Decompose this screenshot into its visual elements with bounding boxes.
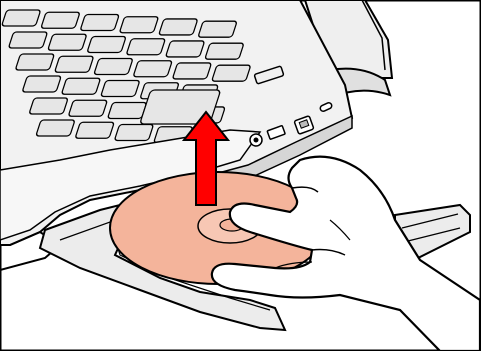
keyboard-key bbox=[101, 80, 140, 96]
keyboard-key bbox=[108, 102, 147, 118]
keyboard-key bbox=[75, 122, 114, 138]
keyboard-key bbox=[41, 12, 80, 28]
keyboard-key bbox=[61, 78, 100, 94]
keyboard-key bbox=[172, 63, 211, 79]
keyboard-key bbox=[68, 100, 107, 116]
keyboard-key bbox=[198, 21, 237, 37]
keyboard-key bbox=[94, 58, 133, 74]
keyboard-key bbox=[80, 14, 119, 30]
keyboard-key bbox=[22, 76, 61, 92]
keyboard-key bbox=[212, 65, 251, 81]
keyboard-key bbox=[205, 43, 244, 59]
keyboard-key bbox=[159, 19, 198, 35]
keyboard-key bbox=[126, 39, 165, 55]
keyboard-key bbox=[29, 98, 68, 114]
keyboard-key bbox=[119, 17, 158, 33]
audio-jack-icon bbox=[250, 134, 262, 146]
keyboard-key bbox=[55, 56, 94, 72]
keyboard-key bbox=[15, 54, 54, 70]
keyboard-key bbox=[2, 10, 41, 26]
keyboard-key bbox=[36, 120, 75, 136]
keyboard-key bbox=[8, 32, 47, 48]
keyboard-key bbox=[48, 34, 87, 50]
keyboard-key bbox=[87, 36, 126, 52]
keyboard-key bbox=[165, 41, 204, 57]
keyboard-key bbox=[133, 61, 172, 77]
keyboard-key bbox=[114, 124, 153, 140]
